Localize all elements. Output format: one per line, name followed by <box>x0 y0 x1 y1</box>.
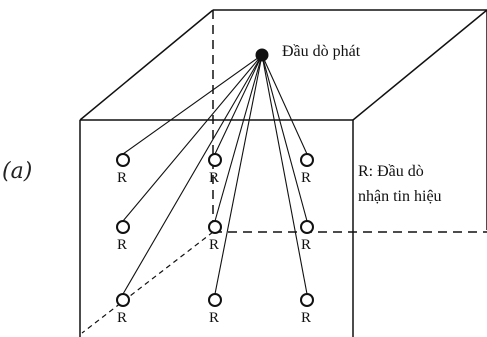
top-face-right-edge <box>352 9 487 121</box>
signal-beam <box>261 54 308 295</box>
signal-beam <box>122 54 263 222</box>
source-label: Đầu dò phát <box>282 43 361 60</box>
receiver-label: R <box>117 170 127 186</box>
receiver-transducer-icon <box>116 293 130 307</box>
receiver-transducer-icon <box>208 153 222 167</box>
signal-beam <box>261 54 308 155</box>
signal-beam <box>122 54 263 155</box>
receiver-label: R <box>209 237 219 253</box>
receiver-grid: R R R R R R R R R <box>116 153 314 326</box>
receiver-transducer-icon <box>300 220 314 234</box>
signal-beam <box>214 54 263 295</box>
receiver-legend-line2: nhận tin hiệu <box>358 188 442 205</box>
signal-beam <box>122 54 263 295</box>
signal-beam <box>214 54 263 222</box>
receiver-label: R <box>209 170 219 186</box>
receiver-transducer-icon <box>300 293 314 307</box>
receiver-transducer-icon <box>116 220 130 234</box>
receiver-transducer-icon <box>116 153 130 167</box>
receiver-transducer-icon <box>300 153 314 167</box>
receiver-transducer-icon <box>208 220 222 234</box>
signal-beam <box>261 54 308 222</box>
receiver-label: R <box>117 237 127 253</box>
receiver-transducer-icon <box>208 293 222 307</box>
panel-label: (a) <box>2 159 32 184</box>
receiver-label: R <box>301 310 311 326</box>
signal-beam <box>214 54 263 155</box>
receiver-legend-line1: R: Đầu dò <box>358 163 424 180</box>
receiver-label: R <box>301 237 311 253</box>
receiver-label: R <box>117 310 127 326</box>
cube-outline <box>79 9 487 337</box>
hidden-diagonal-edge <box>81 231 214 334</box>
receiver-label: R <box>301 170 311 186</box>
source-transducer-icon <box>255 48 269 62</box>
hidden-edges <box>81 10 487 334</box>
top-face-left-edge <box>79 9 214 121</box>
receiver-label: R <box>209 310 219 326</box>
signal-beams <box>122 54 308 295</box>
